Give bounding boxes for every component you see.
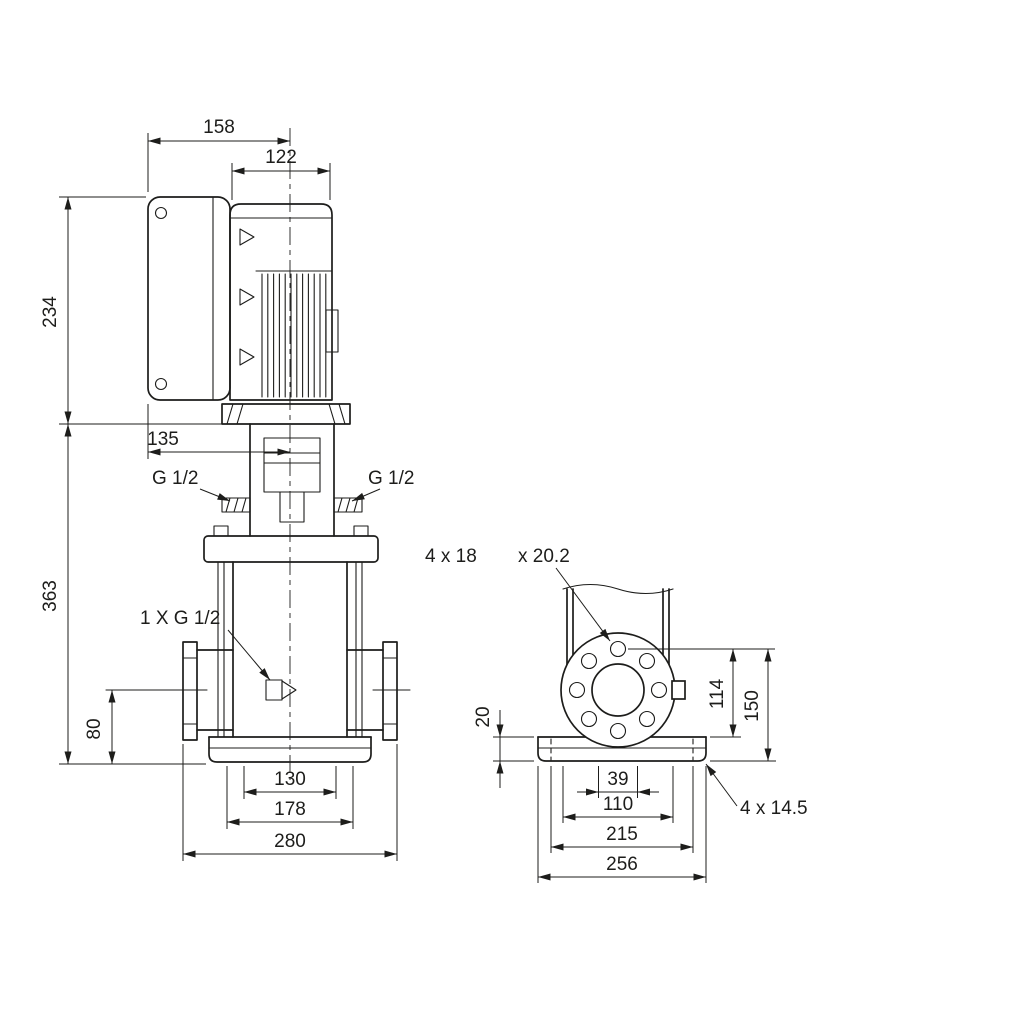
flange-bore-circle bbox=[591, 663, 645, 717]
leader-line bbox=[555, 567, 611, 642]
ext-line bbox=[231, 163, 331, 200]
flange-face bbox=[560, 632, 686, 748]
ext-line bbox=[537, 766, 707, 883]
dim-port-height: 80 bbox=[84, 718, 105, 739]
flange-right-bolt-marks bbox=[382, 657, 398, 725]
bolt-hole bbox=[580, 710, 598, 728]
bolt-hole bbox=[568, 681, 586, 699]
coupling-lantern bbox=[221, 423, 363, 537]
front-view: 158 122 234 363 80 135 G 1/2 G 1/2 1 X G… bbox=[40, 117, 414, 861]
side-view: 4 x 18 x 20.2 114 150 20 39 110 21 bbox=[425, 546, 808, 883]
control-box-outline bbox=[147, 196, 231, 401]
column-lines bbox=[566, 588, 670, 701]
bolt-hole bbox=[650, 681, 668, 699]
break-line bbox=[562, 583, 674, 595]
motor bbox=[221, 203, 351, 425]
drain-plug-tip bbox=[281, 680, 297, 700]
bolt-hole bbox=[609, 640, 627, 658]
pump-head-flange bbox=[203, 535, 379, 563]
dim-base-width: 256 bbox=[606, 854, 638, 875]
leader-line bbox=[227, 629, 271, 681]
base-outline bbox=[537, 736, 707, 762]
control-box bbox=[147, 196, 231, 401]
flange-left bbox=[182, 641, 198, 741]
side-dimensions: 4 x 18 x 20.2 114 150 20 39 110 21 bbox=[425, 546, 808, 883]
flange-outer-circle bbox=[560, 632, 676, 748]
coupling-split-lines bbox=[263, 452, 321, 464]
flange-holes-label-a: 4 x 18 bbox=[425, 546, 477, 567]
screw-icon bbox=[154, 206, 168, 220]
screw-icon bbox=[154, 377, 168, 391]
dim-base-height: 20 bbox=[473, 706, 494, 727]
drain-plug bbox=[265, 679, 283, 701]
leader-line bbox=[705, 763, 738, 807]
dim-base-bolt-span: 215 bbox=[606, 824, 638, 845]
drain-label: 1 X G 1/2 bbox=[140, 608, 220, 629]
motor-lug bbox=[325, 309, 339, 353]
dim-hole-to-ground: 150 bbox=[742, 690, 763, 722]
dim-flange-to-flange: 280 bbox=[274, 831, 306, 852]
base-outline bbox=[208, 736, 372, 763]
flange-right bbox=[382, 641, 398, 741]
motor-outline bbox=[229, 203, 333, 401]
ext-line bbox=[59, 196, 248, 765]
flange-tab bbox=[671, 680, 686, 700]
dim-port-width: 110 bbox=[603, 794, 633, 815]
flange-left-bolt-marks bbox=[182, 657, 198, 725]
shaft bbox=[279, 491, 305, 523]
dim-base-bolt-width: 178 bbox=[274, 799, 306, 820]
staybolt-nut-left bbox=[213, 525, 229, 537]
leader-line bbox=[351, 488, 381, 502]
pipe-flanges bbox=[105, 641, 411, 741]
base-holes-label: 4 x 14.5 bbox=[740, 798, 808, 819]
port-plug-right bbox=[333, 497, 363, 513]
coupling-block bbox=[263, 437, 321, 493]
leader-line bbox=[199, 488, 231, 502]
motor-flange-band bbox=[221, 403, 351, 425]
dim-pump-height: 363 bbox=[40, 580, 61, 612]
base-front bbox=[208, 736, 372, 763]
bolt-hole bbox=[638, 710, 656, 728]
ext-line bbox=[628, 648, 776, 762]
flange-holes-label-b: x 20.2 bbox=[518, 546, 570, 567]
dim-hole-offset: 39 bbox=[607, 769, 628, 790]
motor-fins bbox=[261, 273, 327, 398]
staybolt-nut-right bbox=[353, 525, 369, 537]
ext-line bbox=[493, 736, 534, 762]
pump-body bbox=[203, 525, 379, 738]
dim-hole-to-base-top: 114 bbox=[707, 678, 728, 709]
base-bolt-holes bbox=[550, 738, 694, 761]
dim-box-offset: 135 bbox=[147, 429, 179, 450]
bolt-hole bbox=[580, 652, 598, 670]
clamp-clips bbox=[239, 228, 255, 366]
dim-total-depth: 158 bbox=[203, 117, 235, 138]
side-column bbox=[562, 583, 674, 701]
port-plug-left bbox=[221, 497, 251, 513]
dim-motor-height: 234 bbox=[40, 296, 61, 328]
dim-base-inner-width: 130 bbox=[274, 769, 306, 790]
bolt-hole bbox=[609, 722, 627, 740]
port-left-label: G 1/2 bbox=[152, 468, 198, 489]
ext-line bbox=[182, 744, 398, 861]
bolt-hole bbox=[638, 652, 656, 670]
port-right-label: G 1/2 bbox=[368, 468, 414, 489]
front-dimensions: 158 122 234 363 80 135 G 1/2 G 1/2 1 X G… bbox=[40, 117, 414, 861]
flange-bolt-marks bbox=[226, 403, 346, 425]
pipe-stubs bbox=[196, 649, 384, 731]
dim-motor-depth: 122 bbox=[265, 147, 297, 168]
lantern-walls bbox=[249, 423, 335, 537]
